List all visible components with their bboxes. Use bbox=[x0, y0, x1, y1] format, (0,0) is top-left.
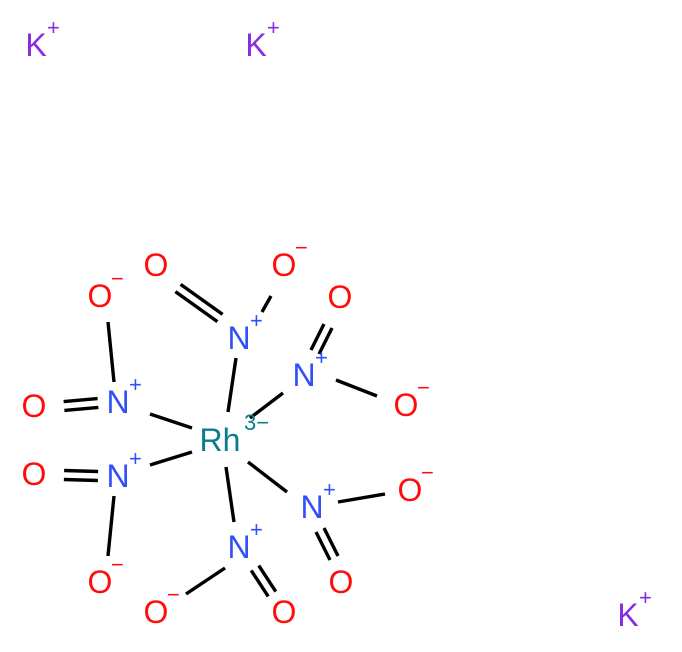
atom-o: O bbox=[272, 594, 297, 630]
charge-label: + bbox=[250, 517, 263, 542]
single-bond bbox=[149, 450, 193, 467]
single-bond bbox=[337, 492, 386, 504]
atom-n: N bbox=[300, 489, 323, 525]
atom-o: O bbox=[329, 564, 354, 600]
charge-label: + bbox=[250, 308, 263, 333]
atom-n: N bbox=[227, 320, 250, 356]
bond-line bbox=[64, 468, 99, 474]
double-bond bbox=[63, 396, 99, 413]
single-bond bbox=[224, 466, 236, 523]
single-bond bbox=[226, 357, 238, 413]
single-bond bbox=[106, 495, 116, 557]
double-bond bbox=[309, 323, 334, 355]
charge-label: + bbox=[639, 585, 652, 610]
single-bond bbox=[248, 391, 285, 420]
single-bond bbox=[335, 378, 378, 398]
bond-line bbox=[63, 396, 98, 404]
double-bond bbox=[63, 468, 99, 483]
single-bond bbox=[246, 460, 289, 494]
single-bond bbox=[260, 295, 273, 313]
bond-line bbox=[317, 327, 334, 355]
atom-k: K bbox=[25, 27, 46, 63]
atom-n: N bbox=[227, 529, 250, 565]
charge-label: + bbox=[129, 372, 142, 397]
bond-line bbox=[64, 405, 99, 413]
bond-line bbox=[63, 477, 98, 483]
atom-o: O bbox=[22, 388, 47, 424]
charge-label: + bbox=[129, 446, 142, 471]
single-bond bbox=[185, 566, 226, 596]
charge-label: − bbox=[295, 235, 308, 260]
atom-k: K bbox=[245, 27, 266, 63]
bond-line bbox=[249, 569, 270, 598]
bond-line bbox=[309, 323, 326, 351]
charge-label: − bbox=[167, 582, 180, 607]
atom-o: O bbox=[88, 278, 113, 314]
charge-label: − bbox=[417, 375, 430, 400]
bond-line bbox=[179, 282, 224, 316]
atom-o: O bbox=[272, 247, 297, 283]
atom-n: N bbox=[292, 357, 315, 393]
bond-line bbox=[322, 527, 340, 557]
bond-line bbox=[314, 531, 332, 561]
double-bond bbox=[249, 564, 278, 598]
atom-o: O bbox=[22, 456, 47, 492]
charge-label: + bbox=[315, 345, 328, 370]
atom-o: O bbox=[88, 564, 113, 600]
bond-line bbox=[257, 564, 278, 593]
atom-k: K bbox=[617, 597, 638, 633]
atom-n: N bbox=[106, 458, 129, 494]
atom-o: O bbox=[144, 247, 169, 283]
charge-label: + bbox=[323, 477, 336, 502]
charge-label: − bbox=[421, 460, 434, 485]
single-bond bbox=[106, 321, 116, 383]
double-bond bbox=[174, 282, 224, 324]
charge-label: − bbox=[111, 552, 124, 577]
charge-label: + bbox=[267, 15, 280, 40]
atom-o: O bbox=[144, 594, 169, 630]
atom-rh: Rh bbox=[200, 422, 241, 458]
bond-line bbox=[174, 290, 219, 324]
charge-label: + bbox=[47, 15, 60, 40]
atom-o: O bbox=[394, 387, 419, 423]
double-bond bbox=[314, 527, 340, 561]
single-bond bbox=[149, 412, 193, 430]
charge-label: 3− bbox=[244, 410, 269, 435]
atom-n: N bbox=[106, 384, 129, 420]
charge-label: − bbox=[111, 266, 124, 291]
atom-o: O bbox=[328, 279, 353, 315]
atom-o: O bbox=[398, 472, 423, 508]
